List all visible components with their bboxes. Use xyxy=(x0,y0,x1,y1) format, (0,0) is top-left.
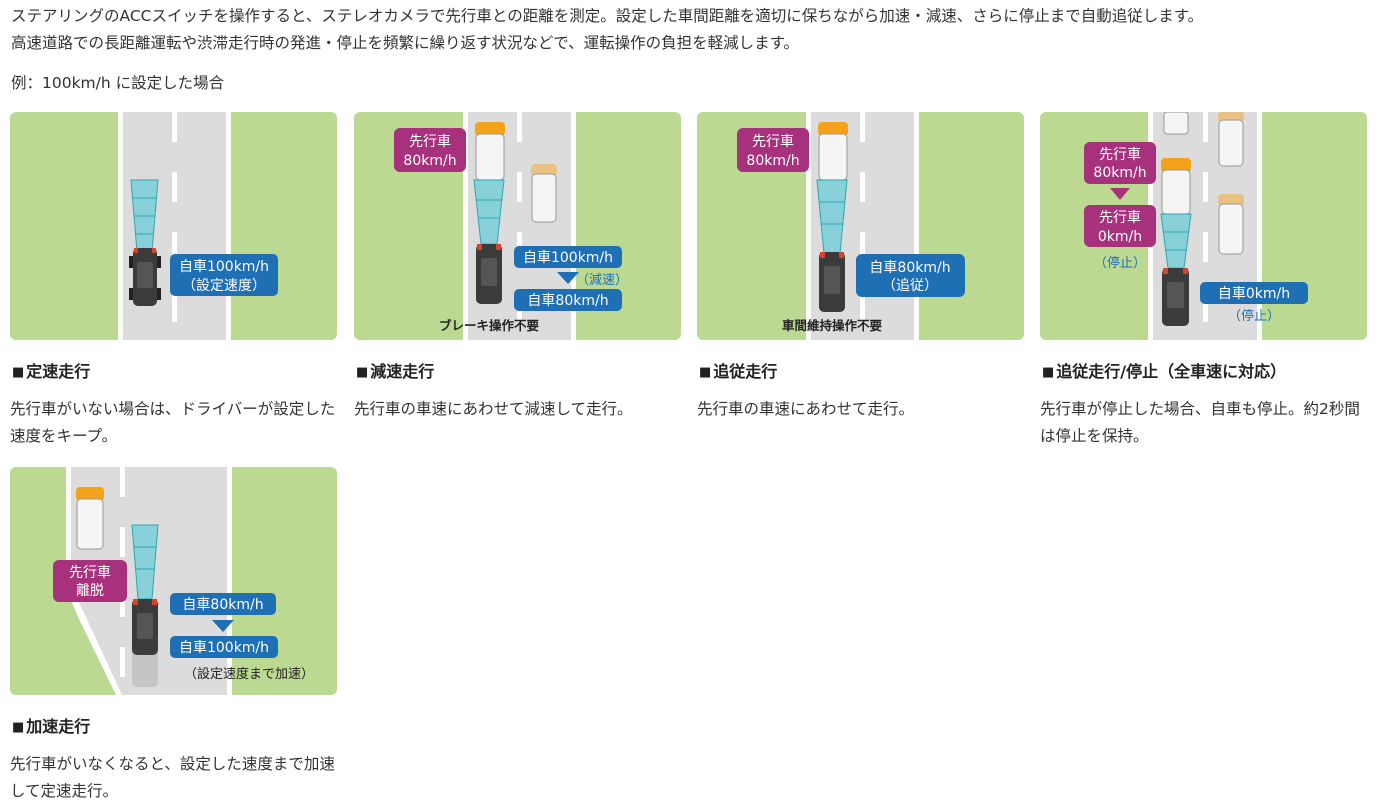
card-title: ■追従走行/停止（全車速に対応） xyxy=(1042,358,1286,382)
square-icon: ■ xyxy=(356,365,369,380)
card-description: 先行車の車速にあわせて減速して走行。 xyxy=(354,400,633,418)
lead-speed-label xyxy=(1084,142,1156,184)
acceleration-diagram: 先行車 離脱 自車80km/h 自車100km/h （設定速度まで加速） xyxy=(53,467,314,695)
lead-stop-text: 先行車 xyxy=(1099,209,1141,226)
other-cars xyxy=(1163,112,1244,255)
own-speed-label xyxy=(1200,282,1308,304)
illustration-constant-speed: 自車100km/h （設定速度） xyxy=(10,112,337,340)
own-speed-to-label xyxy=(170,636,278,658)
own-speed-to-text: 自車100km/h xyxy=(179,639,269,656)
lead-car xyxy=(818,122,848,181)
card-title-text: 定速走行 xyxy=(26,362,91,381)
lane-dashes xyxy=(860,112,865,322)
square-icon: ■ xyxy=(12,365,25,380)
own-car xyxy=(1162,268,1189,326)
own-speed-from-text: 自車100km/h xyxy=(523,249,613,266)
card-title: ■追従走行 xyxy=(699,358,777,382)
own-speed-note: （設定速度） xyxy=(182,278,266,294)
decel-note: （減速） xyxy=(576,272,628,288)
lead-label-speed: 80km/h xyxy=(403,153,456,169)
card-title: ■定速走行 xyxy=(12,358,90,382)
own-speed-label xyxy=(170,254,278,296)
lead-stop-note: （停止） xyxy=(1094,255,1146,271)
lead-car xyxy=(475,122,505,181)
lead-depart-label xyxy=(53,560,127,602)
card-title-text: 追従走行 xyxy=(713,362,778,381)
illustration-caption: 車間維持操作不要 xyxy=(782,318,883,333)
road-edge-line xyxy=(226,112,231,340)
lane-dashes xyxy=(172,112,177,322)
own-car xyxy=(132,599,158,655)
constant-speed-diagram: 自車100km/h （設定速度） xyxy=(118,112,278,340)
own-car xyxy=(819,252,845,312)
own-car xyxy=(129,248,161,306)
lead-label-text: 先行車 xyxy=(69,564,111,581)
lead-car xyxy=(1161,158,1191,215)
down-arrow-icon xyxy=(212,620,234,632)
lead-stop-speed: 0km/h xyxy=(1098,229,1142,245)
following-stop-diagram: 先行車 80km/h 先行車 0km/h （停止） 自車0km/h （停止） xyxy=(1084,112,1308,340)
card-title-text: 追従走行/停止（全車速に対応） xyxy=(1056,362,1287,381)
square-icon: ■ xyxy=(699,365,712,380)
card-title-text: 加速走行 xyxy=(26,717,91,736)
lane-dashes xyxy=(1203,112,1208,322)
own-speed-label xyxy=(856,254,965,297)
down-arrow-icon xyxy=(1110,188,1130,200)
own-speed-to-text: 自車80km/h xyxy=(527,292,608,309)
down-arrow-icon xyxy=(557,272,579,284)
own-speed-from-label xyxy=(514,246,622,268)
own-speed-to-label xyxy=(514,289,622,311)
deceleration-diagram: 先行車 80km/h 自車100km/h （減速） 自車80km/h ブレーキ操… xyxy=(394,112,628,340)
lead-stop-label xyxy=(1084,205,1156,247)
own-speed-from-text: 自車80km/h xyxy=(182,596,263,613)
intro-line-1: ステアリングのACCスイッチを操作すると、ステレオカメラで先行車との距離を測定。… xyxy=(11,7,1204,25)
own-car xyxy=(476,244,502,304)
illustration-acceleration: 先行車 離脱 自車80km/h 自車100km/h （設定速度まで加速） xyxy=(10,467,337,695)
lead-speed-label xyxy=(737,128,809,172)
illustration-following: 先行車 80km/h 自車80km/h （追従） 車間維持操作不要 xyxy=(697,112,1024,340)
card-title-text: 減速走行 xyxy=(370,362,435,381)
intro-line-2: 高速道路での長距離運転や渋滞走行時の発進・停止を頻繁に繰り返す状況などで、運転操… xyxy=(11,34,800,52)
lane-dashes xyxy=(120,467,125,677)
intro-text: ステアリングのACCスイッチを操作すると、ステレオカメラで先行車との距離を測定。… xyxy=(11,3,1386,57)
card-description: 先行車がいない場合は、ドライバーが設定した速度をキープ。 xyxy=(10,400,336,445)
card-description: 先行車の車速にあわせて走行。 xyxy=(697,400,915,418)
card-description: 先行車が停止した場合、自車も停止。約2秒間は停止を保持。 xyxy=(1040,400,1360,445)
lead-label-speed: 80km/h xyxy=(1093,165,1146,181)
departing-lead-car xyxy=(76,487,104,550)
own-speed-text: 自車100km/h xyxy=(179,258,269,275)
own-speed-from-label xyxy=(170,593,276,615)
illustration-deceleration: 先行車 80km/h 自車100km/h （減速） 自車80km/h ブレーキ操… xyxy=(354,112,681,340)
card-description: 先行車がいなくなると、設定した速度まで加速して定速走行。 xyxy=(10,755,335,800)
illustration-caption: ブレーキ操作不要 xyxy=(439,318,540,333)
own-speed-text: 自車80km/h xyxy=(869,259,950,276)
lead-depart-text: 離脱 xyxy=(76,582,104,599)
following-diagram: 先行車 80km/h 自車80km/h （追従） 車間維持操作不要 xyxy=(737,112,965,340)
lead-label-speed: 80km/h xyxy=(746,153,799,169)
lead-label-text: 先行車 xyxy=(409,133,451,150)
illustration-following-stop: 先行車 80km/h 先行車 0km/h （停止） 自車0km/h （停止） xyxy=(1040,112,1367,340)
lead-label-text: 先行車 xyxy=(752,133,794,150)
accel-note: （設定速度まで加速） xyxy=(184,666,314,682)
lead-speed-label xyxy=(394,128,466,172)
example-caption: 例：100km/h に設定した場合 xyxy=(11,74,225,92)
exit-lane-edge xyxy=(66,587,122,695)
card-title: ■加速走行 xyxy=(12,713,90,737)
own-speed-note: （追従） xyxy=(882,278,938,294)
own-stop-note: （停止） xyxy=(1228,308,1280,324)
own-speed-text: 自車0km/h xyxy=(1218,285,1290,302)
card-title: ■減速走行 xyxy=(356,358,434,382)
lead-label-text: 先行車 xyxy=(1099,146,1141,163)
road-edge-line xyxy=(118,112,123,340)
other-car xyxy=(531,164,557,223)
square-icon: ■ xyxy=(12,720,25,735)
square-icon: ■ xyxy=(1042,365,1055,380)
